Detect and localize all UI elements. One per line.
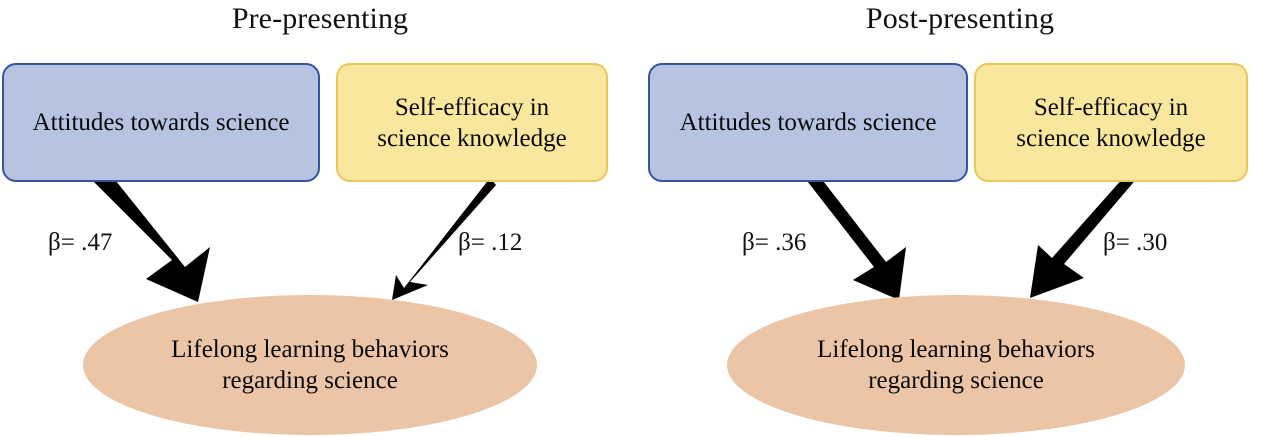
panel-post-presenting: Post-presenting Attitudes towards scienc…: [640, 0, 1280, 437]
node-label: Attitudes towards science: [32, 109, 290, 136]
node-label-line1: Lifelong learning behaviors: [171, 336, 449, 363]
node-label-line2: science knowledge: [377, 124, 567, 152]
node-lifelong-learning-behaviors-post[interactable]: Lifelong learning behaviors regarding sc…: [727, 295, 1185, 435]
arrow-layer-post: [804, 177, 1138, 300]
node-label: Lifelong learning behaviors regarding sc…: [163, 334, 457, 396]
node-label: Lifelong learning behaviors regarding sc…: [809, 334, 1103, 396]
arrow-layer-pre: [88, 176, 496, 302]
node-label-line2: regarding science: [868, 367, 1044, 394]
node-label: Self-efficacy in science knowledge: [1008, 92, 1214, 154]
node-self-efficacy-pre[interactable]: Self-efficacy in science knowledge: [336, 63, 608, 182]
node-attitudes-towards-science-post[interactable]: Attitudes towards science: [648, 63, 968, 182]
node-label-line1: Self-efficacy in: [1033, 93, 1189, 121]
node-label-line2: science knowledge: [1016, 124, 1206, 152]
arrow-attitudes-to-outcome-post: [804, 177, 906, 300]
node-self-efficacy-post[interactable]: Self-efficacy in science knowledge: [974, 63, 1248, 182]
node-lifelong-learning-behaviors-pre[interactable]: Lifelong learning behaviors regarding sc…: [83, 295, 537, 435]
path-label-efficacy-to-outcome-post: β= .30: [1103, 229, 1168, 256]
panel-title-pre: Pre-presenting: [231, 2, 409, 35]
node-label-line1: Lifelong learning behaviors: [817, 336, 1095, 363]
node-label-line2: regarding science: [222, 367, 398, 394]
node-attitudes-towards-science-pre[interactable]: Attitudes towards science: [2, 63, 320, 182]
arrow-attitudes-to-outcome-pre: [88, 176, 210, 302]
arrow-efficacy-to-outcome-pre: [392, 178, 496, 300]
path-label-efficacy-to-outcome-pre: β= .12: [458, 229, 523, 256]
node-label: Attitudes towards science: [679, 109, 937, 136]
panel-title-post: Post-presenting: [865, 2, 1055, 35]
node-label-line1: Self-efficacy in: [394, 93, 550, 121]
path-label-attitudes-to-outcome-post: β= .36: [742, 229, 807, 256]
arrow-efficacy-to-outcome-post: [1030, 177, 1138, 298]
path-label-attitudes-to-outcome-pre: β= .47: [48, 229, 113, 256]
panel-pre-presenting: Pre-presenting Attitudes towards science…: [2, 2, 608, 435]
node-label: Self-efficacy in science knowledge: [369, 92, 575, 154]
